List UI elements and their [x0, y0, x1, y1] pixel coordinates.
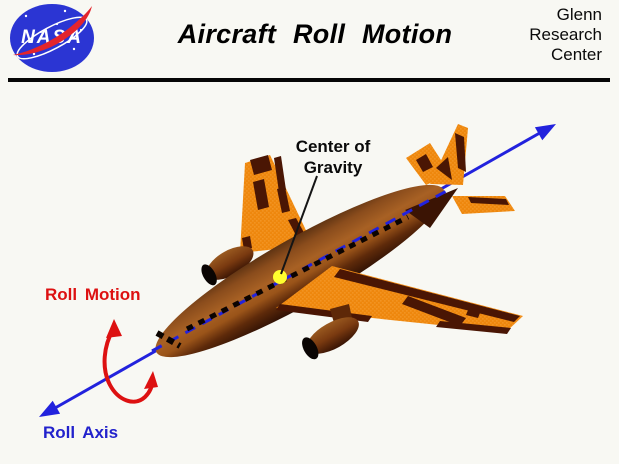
cockpit-windows	[155, 330, 182, 349]
tail-cone	[405, 188, 458, 228]
aircraft-graphic	[151, 124, 523, 360]
roll-motion-arrow	[102, 319, 158, 404]
far-stabilizer	[406, 143, 452, 185]
roll-motion-label: Roll Motion	[45, 285, 141, 304]
fuselage	[155, 184, 445, 358]
far-engine	[201, 246, 254, 286]
near-engine	[302, 317, 359, 360]
center-of-gravity-label: Center of Gravity	[295, 137, 371, 177]
near-stabilizer	[452, 196, 515, 214]
window-row	[185, 214, 410, 332]
header-divider	[8, 78, 610, 82]
cg-marker	[273, 270, 287, 284]
cg-pointer-line	[280, 175, 318, 275]
page-title: Aircraft Roll Motion	[177, 19, 453, 49]
roll-axis-label: Roll Axis	[43, 423, 119, 442]
org-name: Glenn Research Center	[529, 5, 602, 64]
